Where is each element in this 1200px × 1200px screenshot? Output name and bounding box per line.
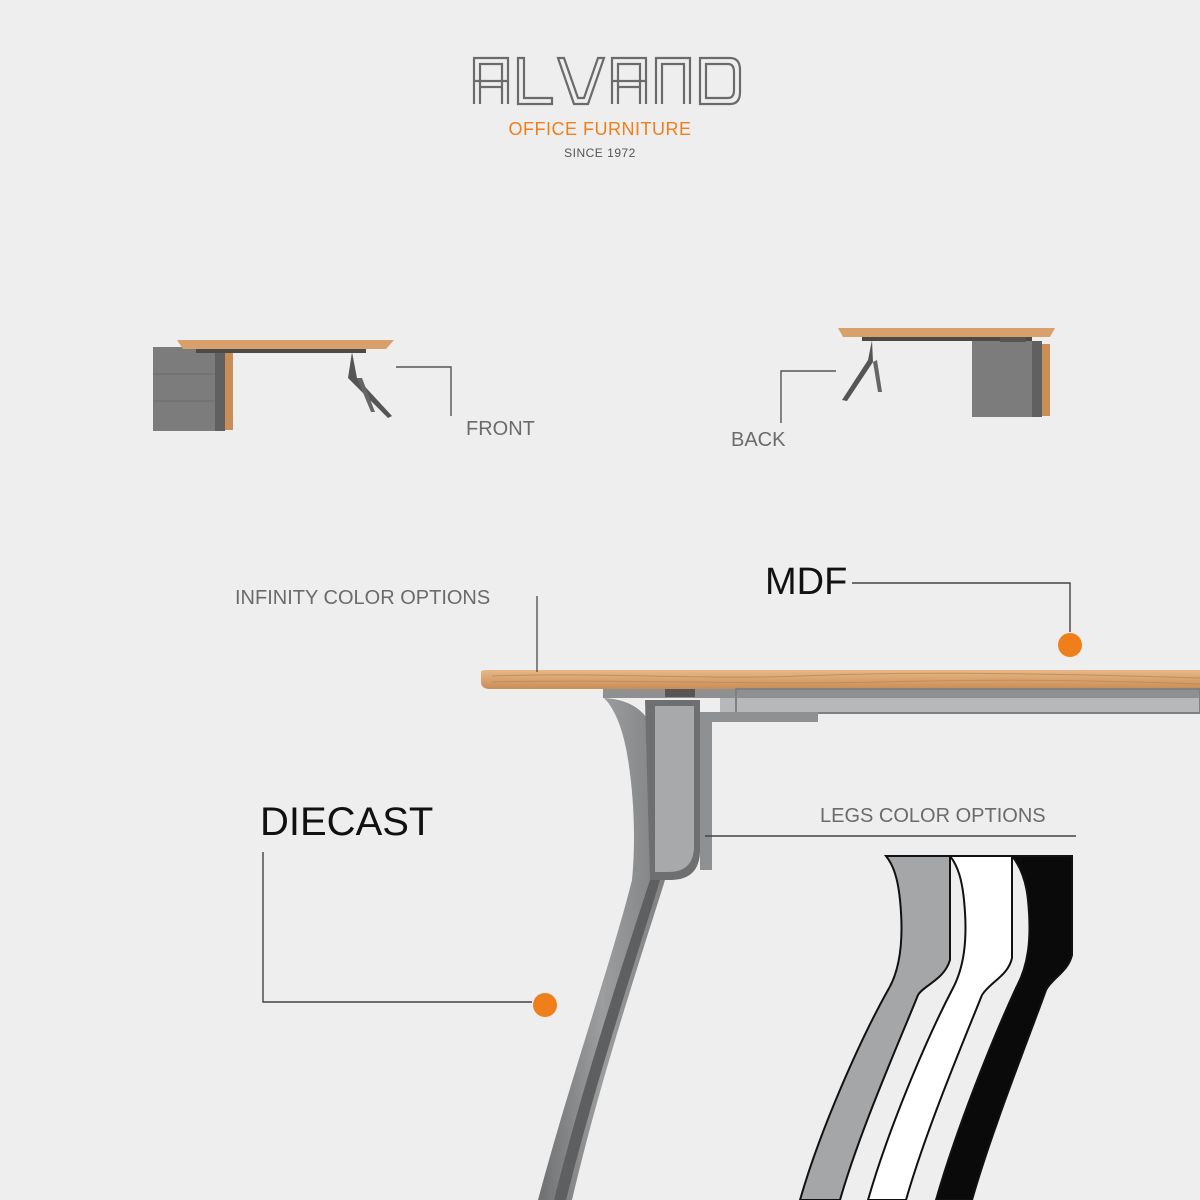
leg-swatch-white bbox=[866, 855, 1013, 1200]
diecast-label: DIECAST bbox=[260, 800, 434, 844]
mdf-leader-line bbox=[852, 582, 1071, 632]
leg-swatch-gray bbox=[798, 855, 951, 1200]
diecast-leader-line bbox=[262, 852, 532, 1003]
diecast-marker bbox=[533, 993, 557, 1017]
alvand-logo bbox=[472, 56, 742, 106]
brand-tagline: OFFICE FURNITURE bbox=[508, 119, 692, 139]
infinity-color-options-label: INFINITY COLOR OPTIONS bbox=[235, 587, 491, 609]
brand-since: SINCE 1972 bbox=[564, 146, 636, 160]
mdf-label: MDF bbox=[765, 561, 848, 603]
mdf-marker bbox=[1058, 633, 1082, 657]
back-leader-line bbox=[780, 370, 836, 423]
front-view-label: FRONT bbox=[466, 418, 535, 440]
front-leader-line bbox=[396, 366, 452, 416]
legs-color-options-label: LEGS COLOR OPTIONS bbox=[820, 805, 1046, 827]
back-view-label: BACK bbox=[731, 429, 786, 451]
leg-swatch-black bbox=[934, 855, 1073, 1200]
desk-back-view bbox=[838, 328, 1055, 417]
desk-detail bbox=[481, 670, 1200, 1200]
desk-front-view bbox=[153, 340, 394, 431]
